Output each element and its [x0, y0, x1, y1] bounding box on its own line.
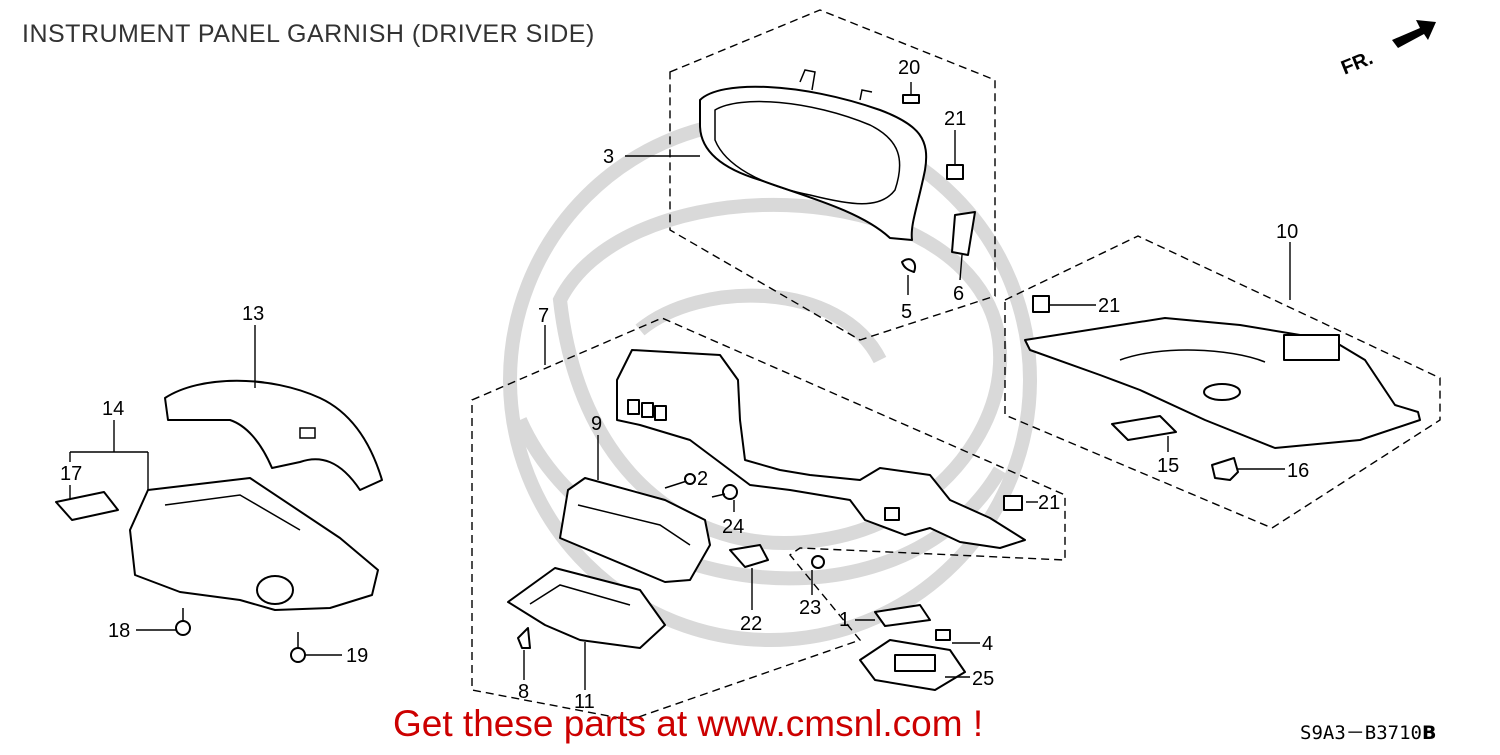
watermark-logo — [503, 113, 1037, 647]
diagram-code: S9A3－B3710B — [1300, 718, 1436, 745]
callout-20: 20 — [898, 57, 920, 79]
part-screw-24 — [711, 484, 738, 500]
part-lower-cover — [1024, 317, 1421, 449]
part-clip-5 — [901, 258, 916, 273]
callout-5: 5 — [901, 301, 912, 323]
callout-9: 9 — [591, 413, 602, 435]
part-screw-18 — [175, 608, 191, 636]
callout-6: 6 — [953, 283, 964, 305]
part-clip-20 — [902, 94, 920, 104]
callout-11: 11 — [574, 691, 595, 713]
part-clip-21-right-top — [1032, 295, 1050, 313]
part-instrument-garnish — [616, 349, 1026, 549]
lower-cover-group-box — [1004, 235, 1441, 529]
diagram-title: INSTRUMENT PANEL GARNISH (DRIVER SIDE) — [22, 20, 595, 48]
diagram-code-text: S9A3－B3710 — [1300, 722, 1422, 744]
callout-numbers: 3 20 21 5 6 10 21 15 16 13 14 17 18 19 7… — [60, 57, 1309, 713]
part-column-cover-lower — [129, 477, 379, 611]
part-clip-21-top — [946, 164, 964, 180]
callout-21: 21 — [1038, 492, 1060, 514]
garnish-group-box — [471, 317, 1066, 721]
part-label-6 — [951, 211, 976, 256]
callout-3: 3 — [603, 146, 614, 168]
part-pad-15 — [1111, 415, 1177, 441]
callout-13: 13 — [242, 303, 264, 325]
meter-visor-group-box — [669, 9, 996, 341]
callout-17: 17 — [60, 463, 82, 485]
callout-1: 1 — [839, 609, 850, 631]
part-clip-22 — [729, 544, 769, 568]
part-tray-25 — [859, 639, 966, 691]
part-screw-2 — [664, 473, 696, 489]
part-clip-8 — [517, 627, 531, 649]
direction-marker: FR. — [1338, 47, 1376, 79]
callout-24: 24 — [722, 516, 744, 538]
callout-15: 15 — [1157, 455, 1179, 477]
part-pad-17 — [55, 491, 119, 521]
callout-14: 14 — [102, 398, 124, 420]
callout-18: 18 — [108, 620, 130, 642]
parts-store-link[interactable]: Get these parts at www.cmsnl.com ! — [393, 703, 984, 744]
callout-2: 2 — [697, 468, 708, 490]
part-column-cover-upper — [164, 379, 383, 491]
callout-19: 19 — [346, 645, 368, 667]
callout-4: 4 — [982, 633, 993, 655]
part-switch-panel — [559, 477, 711, 583]
part-pad-1 — [874, 604, 931, 627]
part-screw-19 — [290, 632, 306, 663]
part-clip-16 — [1211, 457, 1239, 481]
callout-21: 21 — [944, 108, 966, 130]
callout-16: 16 — [1287, 460, 1309, 482]
part-meter-visor — [699, 69, 928, 241]
callout-10: 10 — [1276, 221, 1298, 243]
part-screw-23 — [811, 555, 825, 569]
callout-21: 21 — [1098, 295, 1120, 317]
part-clip-4 — [935, 629, 951, 641]
callout-25: 25 — [972, 668, 994, 690]
front-direction-arrow: FR. — [1338, 20, 1436, 80]
callout-8: 8 — [518, 681, 529, 703]
leader-lines — [69, 82, 1291, 690]
diagram-code-suffix: B — [1421, 722, 1437, 744]
callout-7: 7 — [538, 305, 549, 327]
callout-22: 22 — [740, 613, 762, 635]
callout-23: 23 — [799, 597, 821, 619]
part-pocket — [507, 567, 666, 649]
part-clip-21-garnish — [1003, 495, 1023, 511]
